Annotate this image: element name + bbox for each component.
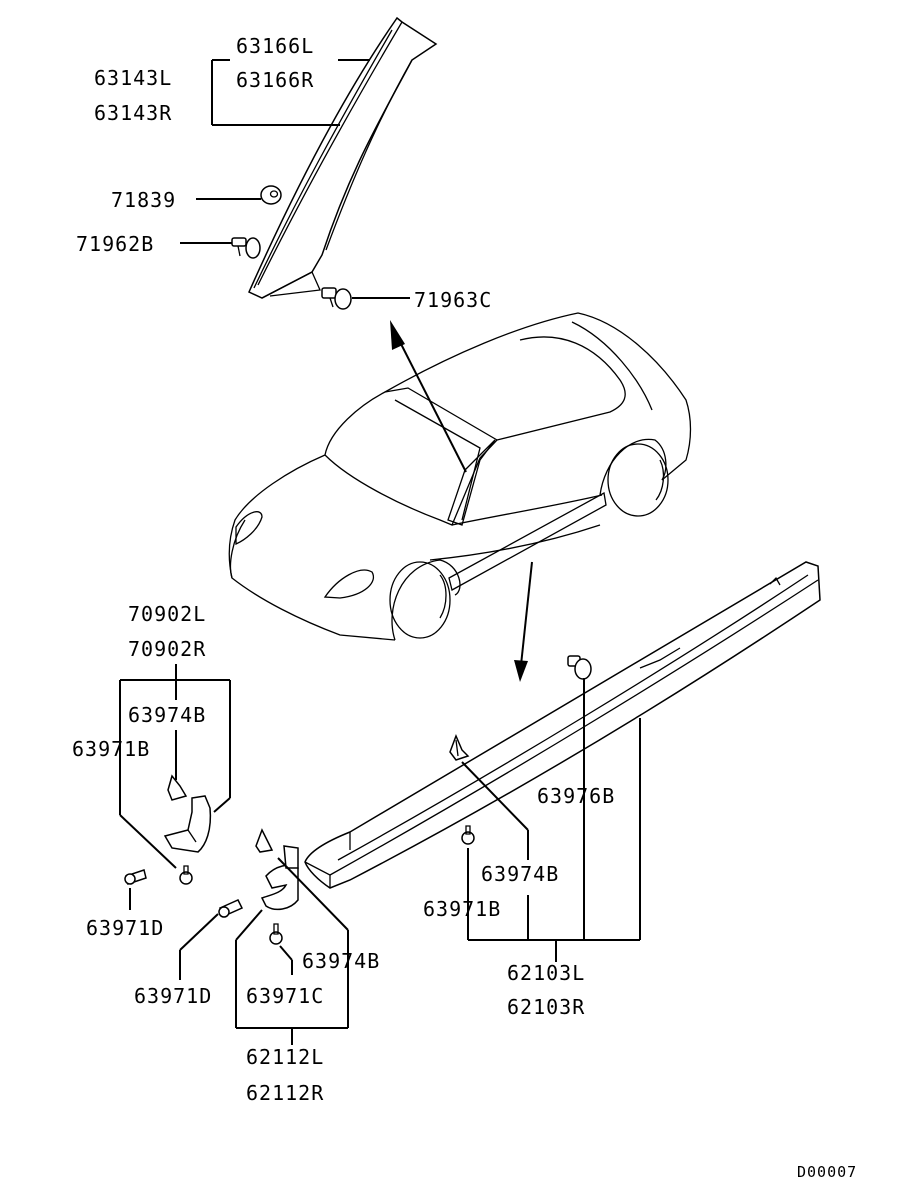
clip-71962b-icon[interactable] [231, 237, 261, 259]
label-63971c: 63971C [246, 984, 324, 1008]
bracket-62112[interactable] [260, 845, 299, 911]
diagram-code: D00007 [797, 1163, 857, 1181]
label-63971d-left: 63971D [86, 916, 164, 940]
a-pillar-molding[interactable] [248, 16, 438, 299]
arrow-to-pillar [390, 320, 467, 473]
screw-63971b-right-icon[interactable] [461, 825, 475, 845]
label-63166r: 63166R [236, 68, 314, 92]
screw-63971d-left-icon[interactable] [124, 869, 147, 885]
label-63166l: 63166L [236, 34, 314, 58]
label-70902l: 70902L [128, 602, 206, 626]
clip-71839-icon[interactable] [260, 185, 282, 205]
label-63143r: 63143R [94, 101, 172, 125]
label-63974b-left: 63974B [128, 703, 206, 727]
clip-63974b-left-icon[interactable] [167, 774, 188, 801]
label-62112r: 62112R [246, 1081, 324, 1105]
label-63976b: 63976B [537, 784, 615, 808]
a-pillar-leaders [180, 59, 410, 299]
label-63971d-mid: 63971D [134, 984, 212, 1008]
side-sill-leaders [461, 678, 641, 962]
label-70902r: 70902R [128, 637, 206, 661]
arrow-to-sill [514, 561, 533, 682]
clip-63976b-icon[interactable] [567, 655, 592, 680]
label-62112l: 62112L [246, 1045, 324, 1069]
mudguard-leaders [119, 664, 349, 1045]
label-63971b-left: 63971B [72, 737, 150, 761]
mudguard-bracket[interactable] [163, 795, 212, 853]
car-body [228, 312, 692, 641]
screw-63971b-left-icon[interactable] [179, 865, 193, 885]
label-63143l: 63143L [94, 66, 172, 90]
side-sill-molding[interactable] [304, 561, 821, 889]
clip-63974b-mid-icon[interactable] [255, 828, 274, 853]
label-63974b-right: 63974B [481, 862, 559, 886]
label-62103l: 62103L [507, 961, 585, 985]
clip-63974b-right-icon[interactable] [449, 733, 470, 761]
screw-63971c-icon[interactable] [269, 923, 283, 945]
label-63971b-right: 63971B [423, 897, 501, 921]
label-62103r: 62103R [507, 995, 585, 1019]
label-71839: 71839 [111, 188, 176, 212]
label-71962b: 71962B [76, 232, 154, 256]
screw-63971d-mid-icon[interactable] [218, 899, 244, 918]
label-63974b-mid: 63974B [302, 949, 380, 973]
clip-71963c-icon[interactable] [321, 287, 352, 310]
label-71963c: 71963C [414, 288, 492, 312]
